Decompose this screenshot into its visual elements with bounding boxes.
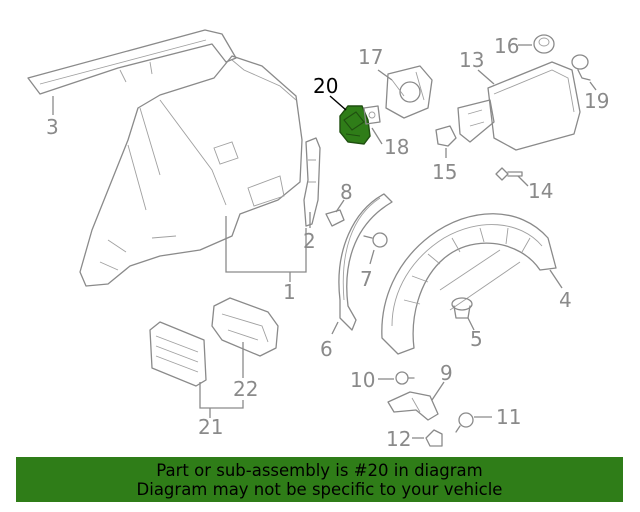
callout-6: 6 (320, 337, 333, 361)
part-13-fuel-door (457, 61, 581, 151)
leader-7 (369, 249, 375, 265)
leader-18 (371, 127, 383, 145)
leader-8 (335, 199, 345, 213)
callout-9: 9 (440, 361, 453, 385)
banner-line-1: Part or sub-assembly is #20 in diagram (156, 461, 483, 480)
callout-17: 17 (358, 45, 383, 69)
part-21-vent (149, 321, 207, 387)
part-7-bolt (363, 232, 388, 248)
info-banner: Part or sub-assembly is #20 in diagram D… (16, 457, 623, 502)
callout-5: 5 (470, 327, 483, 351)
part-15-bumper (435, 125, 457, 147)
callout-14: 14 (528, 179, 553, 203)
part-16-cap (533, 34, 555, 54)
callout-15: 15 (432, 160, 457, 184)
callout-11: 11 (496, 405, 521, 429)
leader-6 (331, 321, 339, 335)
callout-2: 2 (303, 229, 316, 253)
leader-13 (477, 69, 495, 85)
callout-16: 16 (494, 34, 519, 58)
part-5-grommet (451, 297, 473, 319)
leader-1 (225, 216, 307, 273)
leader-21 (199, 382, 244, 409)
part-20-highlighted (339, 105, 371, 145)
leader-20 (329, 95, 347, 111)
part-11-screw (455, 412, 474, 433)
callout-21: 21 (198, 415, 223, 439)
leader-4 (549, 269, 563, 289)
banner-line-2: Diagram may not be specific to your vehi… (136, 480, 503, 499)
part-3-roof-rail (27, 29, 237, 95)
callout-22: 22 (233, 377, 258, 401)
leader-17 (377, 69, 393, 81)
callout-13: 13 (459, 48, 484, 72)
callout-7: 7 (360, 267, 373, 291)
part-12-clip (425, 429, 443, 447)
part-6-arch-molding (338, 193, 393, 331)
callout-20: 20 (313, 74, 338, 98)
part-9-bracket (387, 391, 439, 421)
callout-1: 1 (283, 280, 296, 304)
leader-19 (589, 81, 597, 91)
callout-18: 18 (384, 135, 409, 159)
leader-9 (431, 381, 445, 401)
callout-12: 12 (386, 427, 411, 451)
callout-3: 3 (46, 115, 59, 139)
part-1-quarter-panel (79, 55, 303, 287)
callout-10: 10 (350, 368, 375, 392)
part-2-bracket (303, 137, 321, 227)
part-10-bolt (395, 371, 415, 385)
part-22-duct (211, 297, 279, 357)
leader-14 (517, 175, 529, 187)
callout-19: 19 (584, 89, 609, 113)
callout-4: 4 (559, 288, 572, 312)
leader-5 (467, 317, 475, 331)
part-19-tether (571, 54, 591, 81)
part-17-filler-housing (385, 65, 433, 119)
part-18-clip (363, 105, 381, 125)
parts-diagram: 3 1 2 20 18 17 (27, 29, 609, 451)
part-14-push-pin (495, 167, 523, 181)
part-4-wheel-liner (381, 213, 557, 355)
part-8-clip (325, 209, 345, 227)
callout-8: 8 (340, 180, 353, 204)
